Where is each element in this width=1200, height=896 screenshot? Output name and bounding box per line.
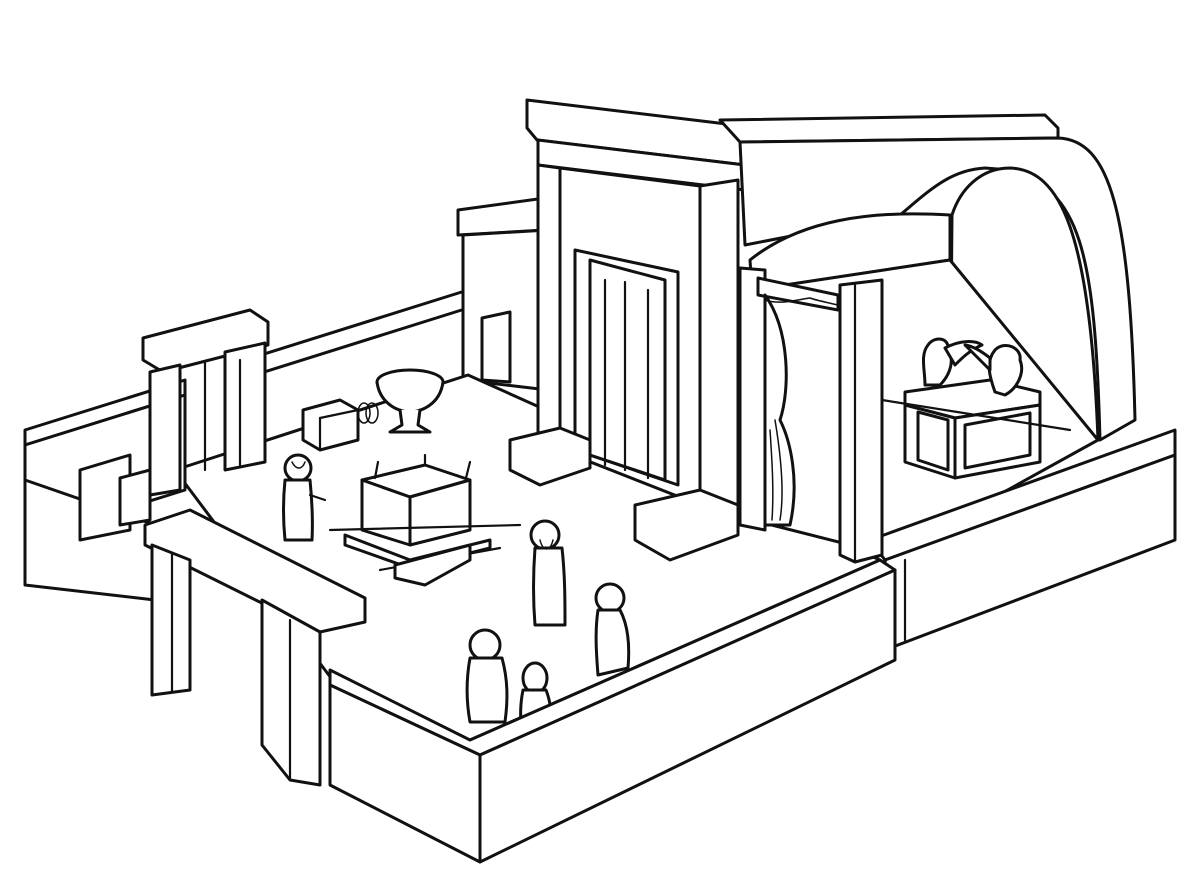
left-wall bbox=[23, 378, 187, 602]
front-wall bbox=[328, 558, 897, 864]
sanctuary-pillar bbox=[838, 278, 884, 564]
person-woman bbox=[594, 582, 631, 677]
person-child bbox=[282, 453, 327, 542]
back-wall bbox=[243, 288, 487, 382]
person-man-back bbox=[465, 628, 509, 724]
temple-portal bbox=[508, 98, 747, 562]
front-gate bbox=[143, 508, 367, 787]
altar-icon bbox=[328, 453, 522, 587]
laver-basin-icon bbox=[375, 368, 445, 434]
back-left-gate bbox=[141, 308, 270, 497]
person-elder bbox=[529, 519, 567, 627]
rear-building bbox=[456, 196, 550, 392]
stone-block bbox=[301, 398, 379, 452]
ark-of-covenant-icon bbox=[880, 337, 1072, 480]
curtain-icon bbox=[738, 266, 840, 532]
